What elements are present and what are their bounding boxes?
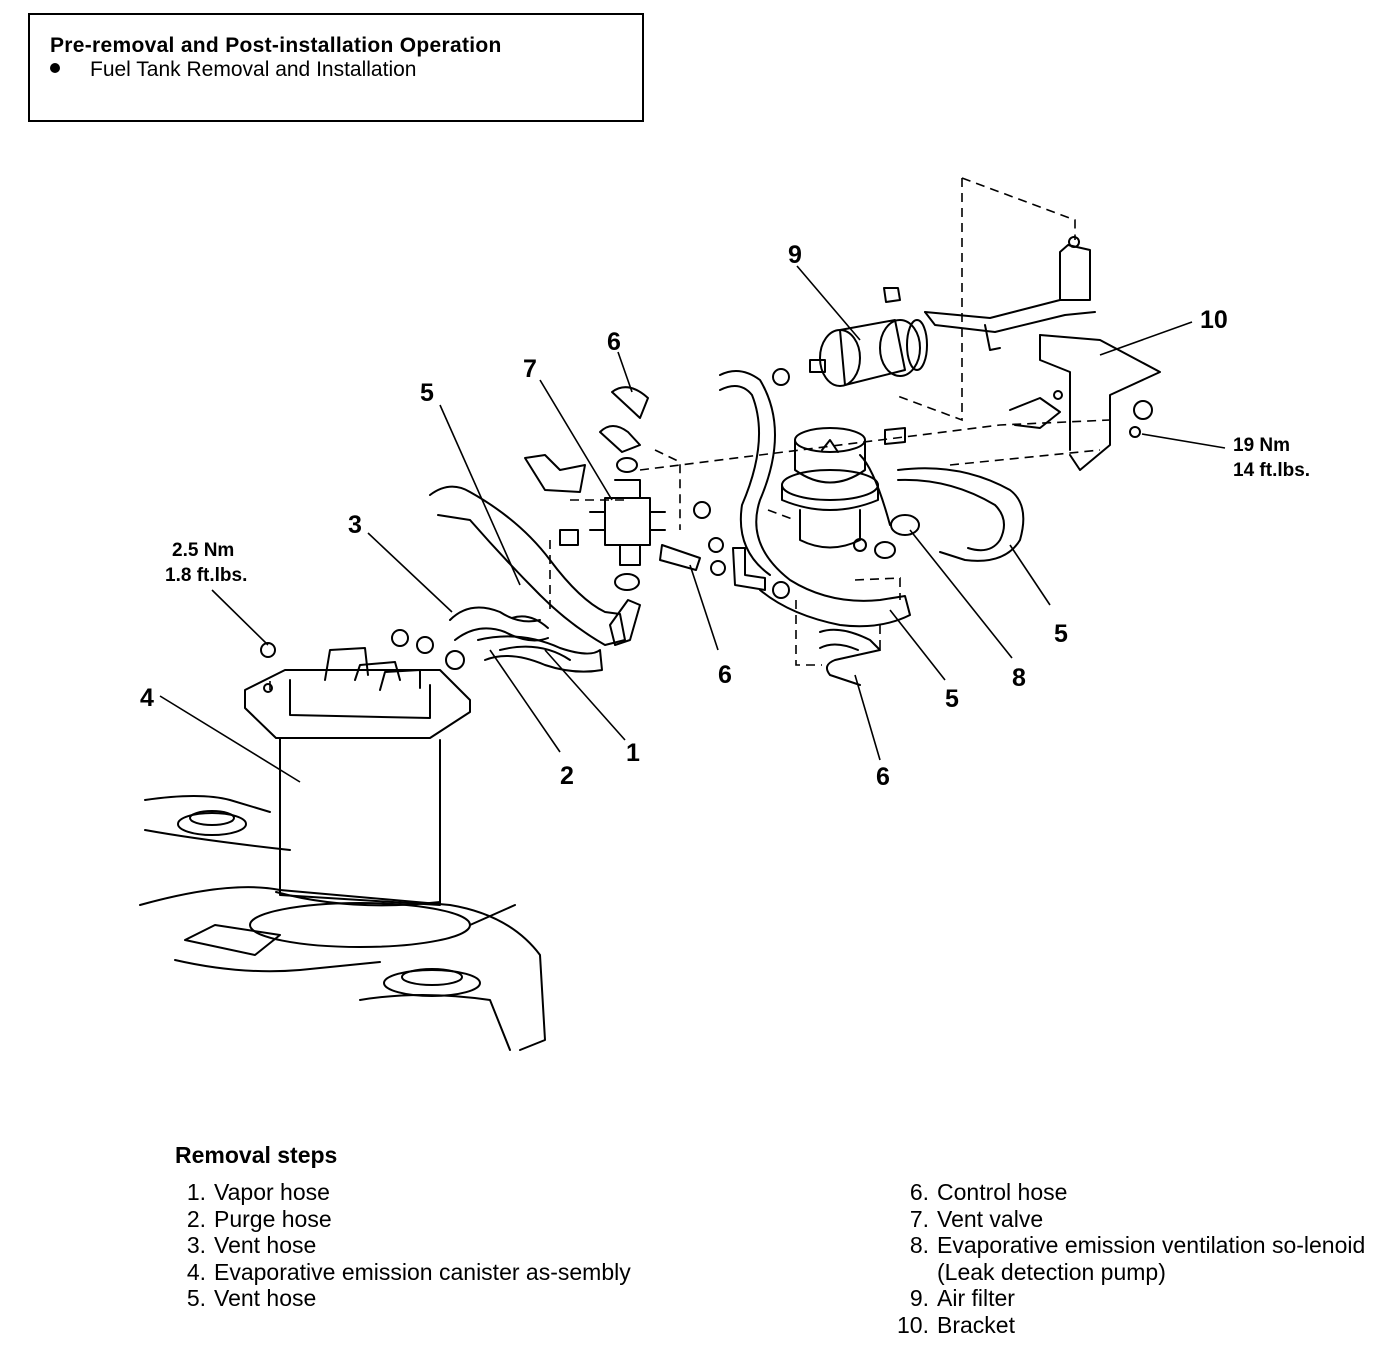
callout-6-bottom: 6	[876, 763, 890, 791]
step-number: 9.	[909, 1285, 929, 1311]
air-filter-drawing	[772, 287, 928, 445]
step-text: Air filter	[937, 1285, 1015, 1311]
step-text: Vapor hose	[214, 1179, 330, 1205]
torque-canister-ftlb: 1.8 ft.lbs.	[165, 565, 247, 586]
removal-step: 4. Evaporative emission canister as-sembl…	[172, 1259, 632, 1286]
callout-2: 2	[560, 762, 574, 790]
pre-removal-item-text: Fuel Tank Removal and Installation	[90, 58, 417, 81]
vent-hoses-center	[719, 370, 1025, 686]
step-number: 5.	[186, 1285, 206, 1311]
callout-5-right: 5	[1054, 620, 1068, 648]
step-number: 8.	[909, 1232, 929, 1258]
step-number: 7.	[909, 1205, 929, 1232]
step-number: 4.	[186, 1258, 206, 1285]
removal-step: 3. Vent hose	[172, 1232, 632, 1259]
bracket-drawing	[924, 236, 1161, 471]
pre-removal-box: Pre-removal and Post-installation Operat…	[28, 13, 644, 122]
removal-step: 5. Vent hose	[172, 1285, 632, 1312]
removal-step: 9. Air filter	[895, 1285, 1370, 1312]
callout-3: 3	[348, 511, 362, 539]
hoses-lower-left	[429, 485, 626, 673]
removal-steps-left: 1. Vapor hose 2. Purge hose 3. Vent hose 4.…	[172, 1179, 632, 1312]
step-text: Vent hose	[214, 1232, 317, 1258]
leader-lines	[159, 265, 1226, 783]
callout-labels: 9 10 6 7 5 3 4 1 2 6 5 8 5 6	[140, 241, 1228, 791]
step-text: Control hose	[937, 1179, 1068, 1205]
pre-removal-title: Pre-removal and Post-installation Operat…	[50, 34, 502, 57]
callout-7: 7	[523, 355, 537, 383]
removal-step: 10. Bracket	[895, 1312, 1370, 1339]
callout-9: 9	[788, 241, 802, 269]
callout-5-bottom: 5	[945, 685, 959, 713]
callout-6-top: 6	[607, 328, 621, 356]
step-number: 2.	[186, 1205, 206, 1232]
control-hose-middle	[659, 501, 790, 599]
callout-4: 4	[140, 684, 154, 712]
callout-10: 10	[1200, 306, 1228, 334]
torque-canister-nm: 2.5 Nm	[172, 540, 234, 561]
removal-step: 2. Purge hose	[172, 1206, 632, 1233]
callout-6-mid: 6	[718, 661, 732, 689]
exploded-view-diagram: 9 10 6 7 5 3 4 1 2 6 5 8 5 6 2.5 Nm 1.8 …	[139, 177, 1310, 1051]
step-text: Purge hose	[214, 1205, 332, 1232]
callout-8: 8	[1012, 664, 1026, 692]
step-text: Bracket	[937, 1311, 1015, 1338]
step-number: 6.	[909, 1179, 929, 1205]
callout-5-left: 5	[420, 379, 434, 407]
bullet-icon	[50, 63, 60, 74]
leak-detection-pump-drawing	[781, 427, 920, 559]
removal-step: 8. Evaporative emission ventilation so-le…	[895, 1232, 1370, 1285]
step-number: 1.	[186, 1179, 206, 1205]
torque-bracket-ftlb: 14 ft.lbs.	[1233, 460, 1310, 481]
vent-valve-drawing	[524, 386, 666, 646]
removal-step: 7. Vent valve	[895, 1206, 1370, 1233]
fuel-tank-drawing	[139, 795, 546, 1051]
step-text: Vent valve	[937, 1205, 1044, 1232]
step-text: Evaporative emission ventilation so-leno…	[937, 1232, 1366, 1285]
torque-labels: 2.5 Nm 1.8 ft.lbs. 19 Nm 14 ft.lbs.	[165, 435, 1310, 586]
torque-bracket-nm: 19 Nm	[1233, 435, 1290, 456]
removal-step: 1. Vapor hose	[172, 1179, 632, 1206]
step-number: 10.	[897, 1311, 929, 1338]
removal-step: 6. Control hose	[895, 1179, 1370, 1206]
canister-drawing	[244, 629, 471, 907]
guide-lines	[269, 177, 1111, 690]
removal-steps-heading: Removal steps	[175, 1142, 338, 1168]
step-text: Vent hose	[214, 1285, 317, 1311]
callout-1: 1	[626, 739, 640, 767]
step-number: 3.	[186, 1232, 206, 1258]
step-text: Evaporative emission canister as-sembly	[214, 1258, 631, 1285]
pre-removal-item: Fuel Tank Removal and Installation	[50, 58, 416, 82]
removal-steps-right: 6. Control hose 7. Vent valve 8. Evaporativ…	[895, 1179, 1370, 1338]
